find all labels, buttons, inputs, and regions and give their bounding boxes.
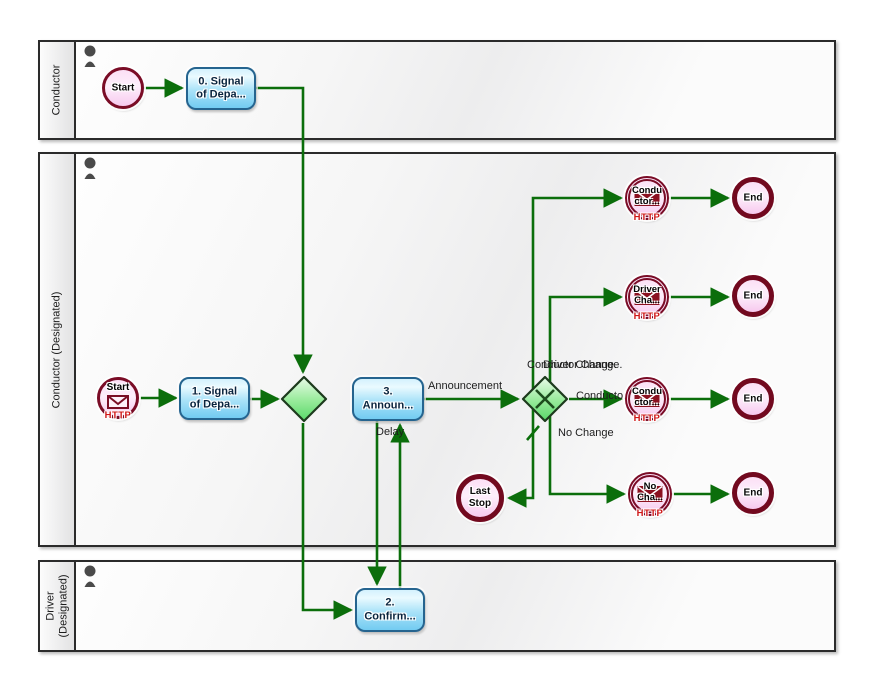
flow-gateway2-to-last-stop[interactable] [507,409,535,508]
inner-ring [628,278,666,316]
end-event-1[interactable]: End [732,177,774,219]
lane-conductor-header[interactable]: Conductor [40,42,76,138]
message-event-conductor-change-2[interactable]: Condu ctor... HTTP [625,377,669,424]
lane-conductor-designated[interactable]: Conductor (Designated) [38,152,836,547]
lane-driver-designated[interactable]: Driver (Designated) [38,560,836,652]
http-badge: HTTP [633,311,661,322]
end-event-4[interactable]: End [732,472,774,514]
message-event-driver-change[interactable]: Driver Cha... HTTP [625,275,669,322]
end-event-label: End [743,290,763,302]
event-label: Condu ctor... [631,386,663,409]
message-envelope-icon [634,189,660,206]
http-badge: HTTP [633,413,661,424]
lane-driver-designated-header[interactable]: Driver (Designated) [40,562,76,650]
end-event-label: End [743,192,763,204]
message-event-conductor-change[interactable]: Condu ctor... HTTP [625,176,669,223]
start-event-label: Start [106,382,130,393]
message-envelope-icon [637,485,663,502]
flow-label-delay: Delay [376,426,405,438]
event-label: Driver Cha... [633,284,661,307]
task-label: 2. Confirm... [364,596,416,622]
task-announcement-3[interactable]: 3. Announ... [352,377,424,421]
flow-label-announcement: Announcement [428,380,502,392]
flow-gateway2-to-no-change[interactable] [548,413,626,504]
flow-label-driver-change: Driver Change. [543,359,617,371]
flow-gateway1-to-task2[interactable] [301,423,353,620]
person-icon [84,157,96,179]
xor-x-icon [535,389,555,409]
flow-label-conductor-change: Conductor Change. [527,359,623,371]
gateway-merge[interactable] [280,375,328,423]
flow-task0-to-gateway1[interactable] [256,86,313,374]
task-signal-of-departure-0[interactable]: 0. Signal of Depa... [186,67,256,110]
inner-ring [628,179,666,217]
lane-conductor-designated-header[interactable]: Conductor (Designated) [40,154,76,545]
message-envelope-icon [634,288,660,305]
task-label: 1. Signal of Depa... [189,384,240,411]
task-label: 3. Announ... [362,385,414,411]
end-event-last-stop[interactable]: Last Stop [456,474,504,522]
start-event-conductor[interactable]: Start [102,67,144,109]
inner-ring [631,475,669,513]
task-confirm-2[interactable]: 2. Confirm... [355,588,425,632]
message-envelope-icon [634,390,660,407]
flow-gateway2-to-conductor-change[interactable] [531,188,623,390]
message-envelope-icon [107,395,129,409]
end-event-2[interactable]: End [732,275,774,317]
task-signal-of-departure-1[interactable]: 1. Signal of Depa... [179,377,250,420]
last-stop-label: Last Stop [468,486,492,509]
end-event-label: End [743,393,763,405]
message-event-no-change[interactable]: No Cha... HTTP [628,472,672,519]
flow-label-no-change: No Change [558,427,614,439]
end-event-3[interactable]: End [732,378,774,420]
flow-gateway2-to-driver-change[interactable] [548,287,623,386]
person-icon [84,565,96,587]
task-label: 0. Signal of Depa... [196,74,246,101]
start-event-label: Start [111,82,135,94]
inner-ring [628,380,666,418]
person-icon [84,45,96,67]
end-event-label: End [743,487,763,499]
http-badge: HTTP [104,410,132,421]
default-flow-slash-marker [526,425,540,441]
start-event-http[interactable]: Start HTTP [97,377,139,421]
event-label: No Cha... [637,481,663,504]
gateway-exclusive-xor[interactable] [521,375,569,423]
http-badge: HTTP [633,212,661,223]
event-label: Condu ctor... [631,185,663,208]
http-badge: HTTP [636,508,664,519]
